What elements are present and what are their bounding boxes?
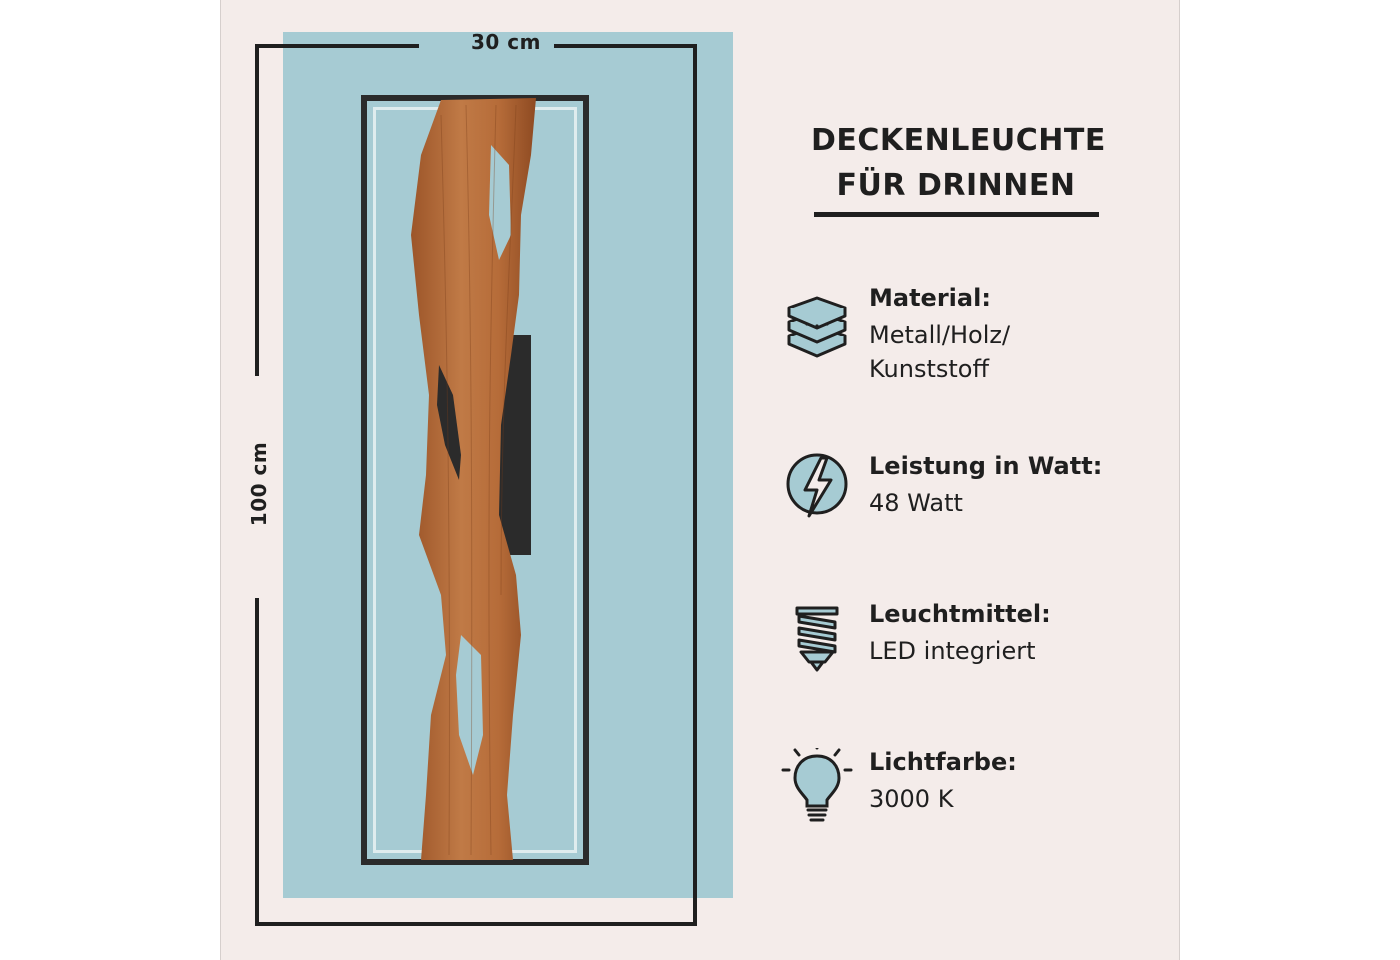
frame-bottom-dimension-line xyxy=(255,922,697,926)
spec-bulb: Leuchtmittel: LED integriert xyxy=(781,600,1141,710)
height-dimension-line-bottom xyxy=(255,598,259,926)
product-infographic: 30 cm 100 cm DECKENLEUCHTE FÜR DRIN xyxy=(220,0,1180,960)
layers-icon xyxy=(787,296,847,358)
spec-material-value-line-2: Kunststoff xyxy=(869,355,990,383)
bulb-socket-icon xyxy=(795,606,839,672)
width-dimension-line-right xyxy=(554,44,696,48)
width-label: 30 cm xyxy=(471,30,541,54)
spec-bulb-value: LED integriert xyxy=(869,637,1036,665)
title-line-2: FÜR DRINNEN xyxy=(836,168,1076,203)
spec-light-color-value: 3000 K xyxy=(869,785,954,813)
light-bulb-icon xyxy=(781,748,853,822)
lightning-icon xyxy=(786,453,848,518)
spec-power-label: Leistung in Watt: xyxy=(869,452,1103,480)
height-label: 100 cm xyxy=(247,441,271,527)
frame-right-dimension-line xyxy=(693,44,697,926)
spec-material-label: Material: xyxy=(869,284,991,312)
product-title: DECKENLEUCHTE FÜR DRINNEN xyxy=(811,118,1106,208)
spec-bulb-label: Leuchtmittel: xyxy=(869,600,1051,628)
spec-material-value: Metall/Holz/ Kunststoff xyxy=(869,318,1129,386)
spec-power: Leistung in Watt: 48 Watt xyxy=(781,452,1141,562)
title-underline xyxy=(814,212,1099,217)
spec-light-color-label: Lichtfarbe: xyxy=(869,748,1017,776)
wood-plank xyxy=(411,98,536,860)
spec-material-value-line-1: Metall/Holz/ xyxy=(869,321,1011,349)
width-dimension-line-left xyxy=(255,44,419,48)
title-line-1: DECKENLEUCHTE xyxy=(811,123,1106,158)
height-dimension-line-top xyxy=(255,44,259,376)
spec-power-value: 48 Watt xyxy=(869,489,963,517)
spec-light-color: Lichtfarbe: 3000 K xyxy=(781,748,1141,858)
spec-material: Material: Metall/Holz/ Kunststoff xyxy=(781,284,1141,394)
